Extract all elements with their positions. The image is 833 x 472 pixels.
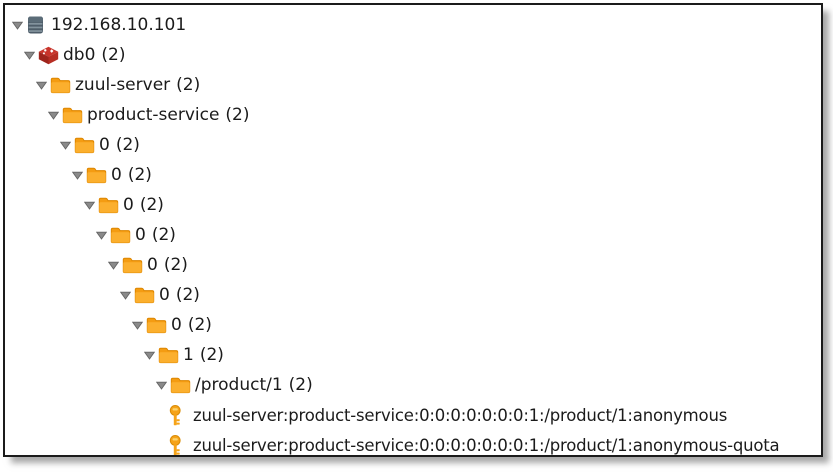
tree-row-label: 0 [159,285,170,305]
tree-row-folder[interactable]: 0 (2) [5,190,821,220]
key-icon [168,404,191,426]
key-tree: 192.168.10.101 db0 (2) zuul-server (2) [5,5,821,456]
tree-row-folder[interactable]: 0 (2) [5,310,821,340]
tree-row-database[interactable]: db0 (2) [5,40,821,70]
folder-icon [50,76,73,94]
tree-row-label: zuul-server:product-service:0:0:0:0:0:0:… [193,405,728,425]
tree-row-count: (2) [199,345,224,365]
folder-icon [146,316,169,334]
tree-row-folder[interactable]: /product/1 (2) [5,370,821,400]
redis-db-icon [38,46,61,65]
key-icon [168,434,191,456]
tree-row-label: /product/1 [195,375,283,395]
folder-icon [122,256,145,274]
expand-arrow-icon[interactable] [96,231,110,240]
tree-row-count: (2) [151,225,176,245]
expand-arrow-icon[interactable] [144,351,158,360]
tree-row-folder[interactable]: 0 (2) [5,220,821,250]
folder-icon [158,346,181,364]
tree-row-folder[interactable]: 0 (2) [5,130,821,160]
tree-row-key[interactable]: zuul-server:product-service:0:0:0:0:0:0:… [5,400,821,430]
expand-arrow-icon[interactable] [48,111,62,120]
tree-row-count: (2) [288,375,313,395]
expand-arrow-icon[interactable] [84,201,98,210]
tree-row-label: 0 [99,135,110,155]
tree-row-label: 0 [123,195,134,215]
tree-row-count: (2) [187,315,212,335]
tree-row-folder[interactable]: 0 (2) [5,250,821,280]
tree-row-label: 1 [183,345,194,365]
expand-arrow-icon[interactable] [60,141,74,150]
folder-icon [98,196,121,214]
tree-row-folder[interactable]: zuul-server (2) [5,70,821,100]
folder-icon [62,106,85,124]
server-icon [26,15,49,35]
tree-row-count: (2) [139,195,164,215]
tree-row-key[interactable]: zuul-server:product-service:0:0:0:0:0:0:… [5,430,821,456]
expand-arrow-icon[interactable] [12,21,26,30]
expand-arrow-icon[interactable] [156,381,170,390]
tree-row-label: 192.168.10.101 [51,15,187,35]
folder-icon [110,226,133,244]
expand-arrow-icon[interactable] [120,291,134,300]
tree-row-folder[interactable]: 0 (2) [5,280,821,310]
expand-arrow-icon[interactable] [108,261,122,270]
tree-row-folder[interactable]: 0 (2) [5,160,821,190]
tree-row-label: 0 [147,255,158,275]
tree-row-label: db0 [63,45,96,65]
tree-row-count: (2) [176,75,201,95]
tree-row-label: 0 [171,315,182,335]
tree-row-count: (2) [225,105,250,125]
folder-icon [134,286,157,304]
folder-icon [170,376,193,394]
tree-row-label: zuul-server:product-service:0:0:0:0:0:0:… [193,435,780,455]
expand-arrow-icon[interactable] [36,81,50,90]
tree-row-label: product-service [87,105,220,125]
expand-arrow-icon[interactable] [24,51,38,60]
tree-row-count: (2) [175,285,200,305]
tree-row-count: (2) [127,165,152,185]
tree-row-count: (2) [101,45,126,65]
tree-row-folder[interactable]: 1 (2) [5,340,821,370]
tree-row-label: 0 [111,165,122,185]
tree-row-folder[interactable]: product-service (2) [5,100,821,130]
folder-icon [86,166,109,184]
redis-tree-window: 192.168.10.101 db0 (2) zuul-server (2) [3,3,823,457]
tree-row-label: zuul-server [75,75,171,95]
tree-row-server[interactable]: 192.168.10.101 [5,10,821,40]
folder-icon [74,136,97,154]
expand-arrow-icon[interactable] [132,321,146,330]
expand-arrow-icon[interactable] [72,171,86,180]
tree-row-count: (2) [163,255,188,275]
tree-row-count: (2) [115,135,140,155]
tree-row-label: 0 [135,225,146,245]
